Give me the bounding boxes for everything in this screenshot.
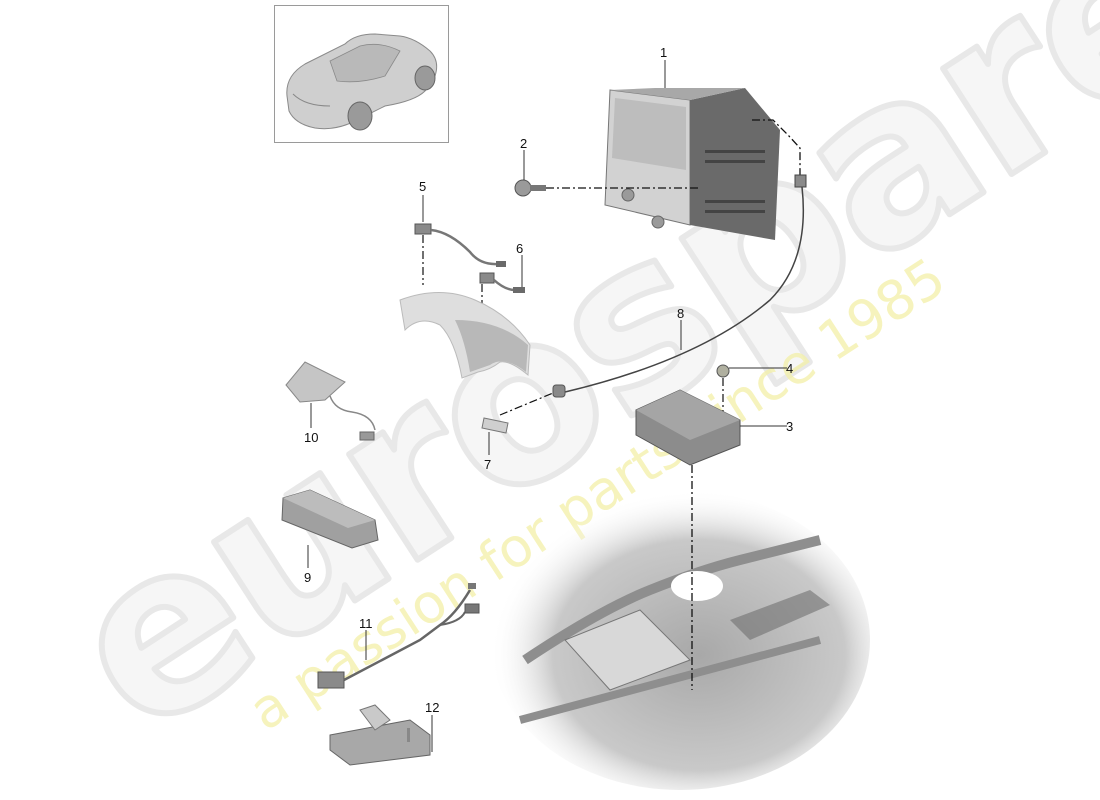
part-10-microphone bbox=[285, 361, 376, 441]
callout-10[interactable]: 10 bbox=[304, 430, 319, 445]
part-12-holder bbox=[329, 704, 431, 766]
part-1-head-unit bbox=[604, 88, 780, 240]
callout-8[interactable]: 8 bbox=[677, 306, 685, 321]
callout-3[interactable]: 3 bbox=[786, 419, 794, 434]
part-4-nut bbox=[716, 364, 730, 378]
part-2-screw bbox=[514, 179, 546, 197]
callout-5[interactable]: 5 bbox=[419, 179, 427, 194]
callout-12[interactable]: 12 bbox=[425, 700, 440, 715]
callout-6[interactable]: 6 bbox=[516, 241, 524, 256]
car-icon bbox=[286, 33, 438, 131]
part-11-cable bbox=[317, 583, 480, 689]
callout-4[interactable]: 4 bbox=[786, 361, 794, 376]
callout-11[interactable]: 11 bbox=[359, 616, 373, 631]
part-6-harness bbox=[479, 272, 525, 293]
car-thumbnail bbox=[274, 5, 449, 143]
part-3-control-unit bbox=[635, 389, 741, 466]
callout-9[interactable]: 9 bbox=[304, 570, 312, 585]
part-9-module bbox=[281, 489, 379, 549]
callout-7[interactable]: 7 bbox=[484, 457, 492, 472]
callout-2[interactable]: 2 bbox=[520, 136, 528, 151]
steering-column-cover bbox=[399, 292, 531, 379]
part-5-harness bbox=[414, 223, 506, 267]
callout-1[interactable]: 1 bbox=[660, 45, 668, 60]
